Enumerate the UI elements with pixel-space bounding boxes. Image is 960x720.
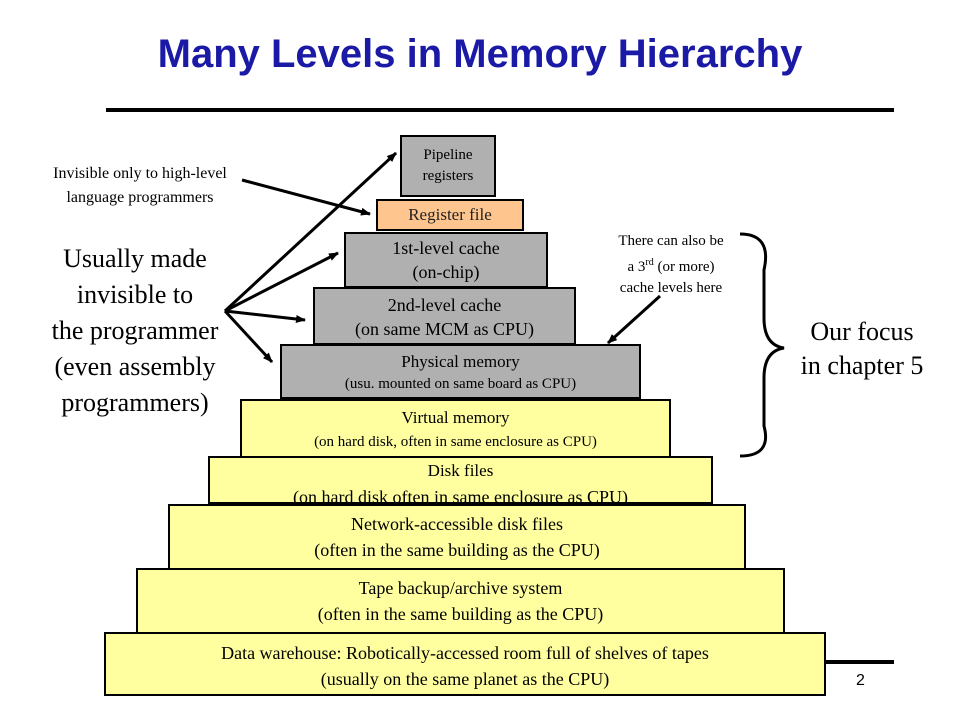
level-line2: (often in the same building as the CPU) (317, 604, 604, 624)
level-line2: registers (422, 168, 474, 184)
note-line: programmers) (61, 388, 209, 417)
level-network-disk-files: Network-accessible disk files (often in … (168, 504, 746, 570)
level-1st-cache: 1st-level cache (on-chip) (344, 232, 548, 288)
level-line1: Network-accessible disk files (351, 514, 563, 534)
note-fragment: a 3 (627, 259, 646, 275)
level-line2: (on same MCM as CPU) (355, 319, 534, 339)
level-line1: Register file (408, 205, 492, 224)
level-line1: Physical memory (401, 352, 520, 371)
slide-title: Many Levels in Memory Hierarchy (157, 32, 803, 76)
extra-cache-note: There can also be a 3rd (or more) cache … (595, 231, 747, 299)
level-line1: 2nd-level cache (387, 295, 502, 315)
note-line: (even assembly (54, 352, 216, 381)
level-tape-backup: Tape backup/archive system (often in the… (136, 568, 785, 634)
level-line2: (usu. mounted on same board as CPU) (344, 376, 577, 392)
level-2nd-cache: 2nd-level cache (on same MCM as CPU) (313, 287, 576, 345)
level-line1: Pipeline (423, 147, 473, 163)
page-number: 2 (856, 672, 865, 689)
level-line2: (on hard disk often in same enclosure as… (293, 487, 628, 504)
note-fragment: (or more) (653, 259, 715, 275)
invisible-high-level-note: Invisible only to high-level language pr… (10, 162, 270, 210)
note-line: Invisible only to high-level (53, 165, 227, 182)
arrow-to-extra-cache (606, 294, 662, 345)
level-line1: Data warehouse: Robotically-accessed roo… (221, 643, 709, 663)
focus-note: Our focus in chapter 5 (772, 315, 952, 383)
note-line: cache levels here (619, 280, 723, 296)
note-line: language programmers (66, 189, 214, 206)
note-line: Our focus (810, 317, 914, 346)
note-line: in chapter 5 (800, 351, 924, 380)
level-line1: Disk files (427, 461, 494, 480)
level-line2: (usually on the same planet as the CPU) (320, 669, 610, 689)
level-line1: Tape backup/archive system (358, 578, 563, 598)
note-line: There can also be (618, 233, 724, 249)
level-data-warehouse: Data warehouse: Robotically-accessed roo… (104, 632, 826, 696)
level-register-file: Register file (376, 199, 524, 231)
note-line: a 3rd (or more) (595, 252, 747, 278)
level-physical-memory: Physical memory (usu. mounted on same bo… (280, 344, 641, 399)
level-line2: (often in the same building as the CPU) (314, 540, 600, 560)
top-rule (106, 108, 894, 112)
level-disk-files: Disk files (on hard disk often in same e… (208, 456, 713, 504)
note-line: invisible to (76, 280, 194, 309)
level-line2: (on-chip) (412, 262, 480, 282)
level-line1: Virtual memory (401, 408, 510, 427)
level-virtual-memory: Virtual memory (on hard disk, often in s… (240, 399, 671, 458)
note-line: Usually made (63, 244, 207, 273)
note-line: the programmer (51, 316, 219, 345)
note-superscript: rd (645, 257, 654, 268)
usually-invisible-note: Usually made invisible to the programmer… (10, 241, 260, 421)
level-line2: (on hard disk, often in same enclosure a… (314, 434, 597, 450)
level-line1: 1st-level cache (392, 238, 500, 258)
level-pipeline-registers: Pipeline registers (400, 135, 496, 197)
